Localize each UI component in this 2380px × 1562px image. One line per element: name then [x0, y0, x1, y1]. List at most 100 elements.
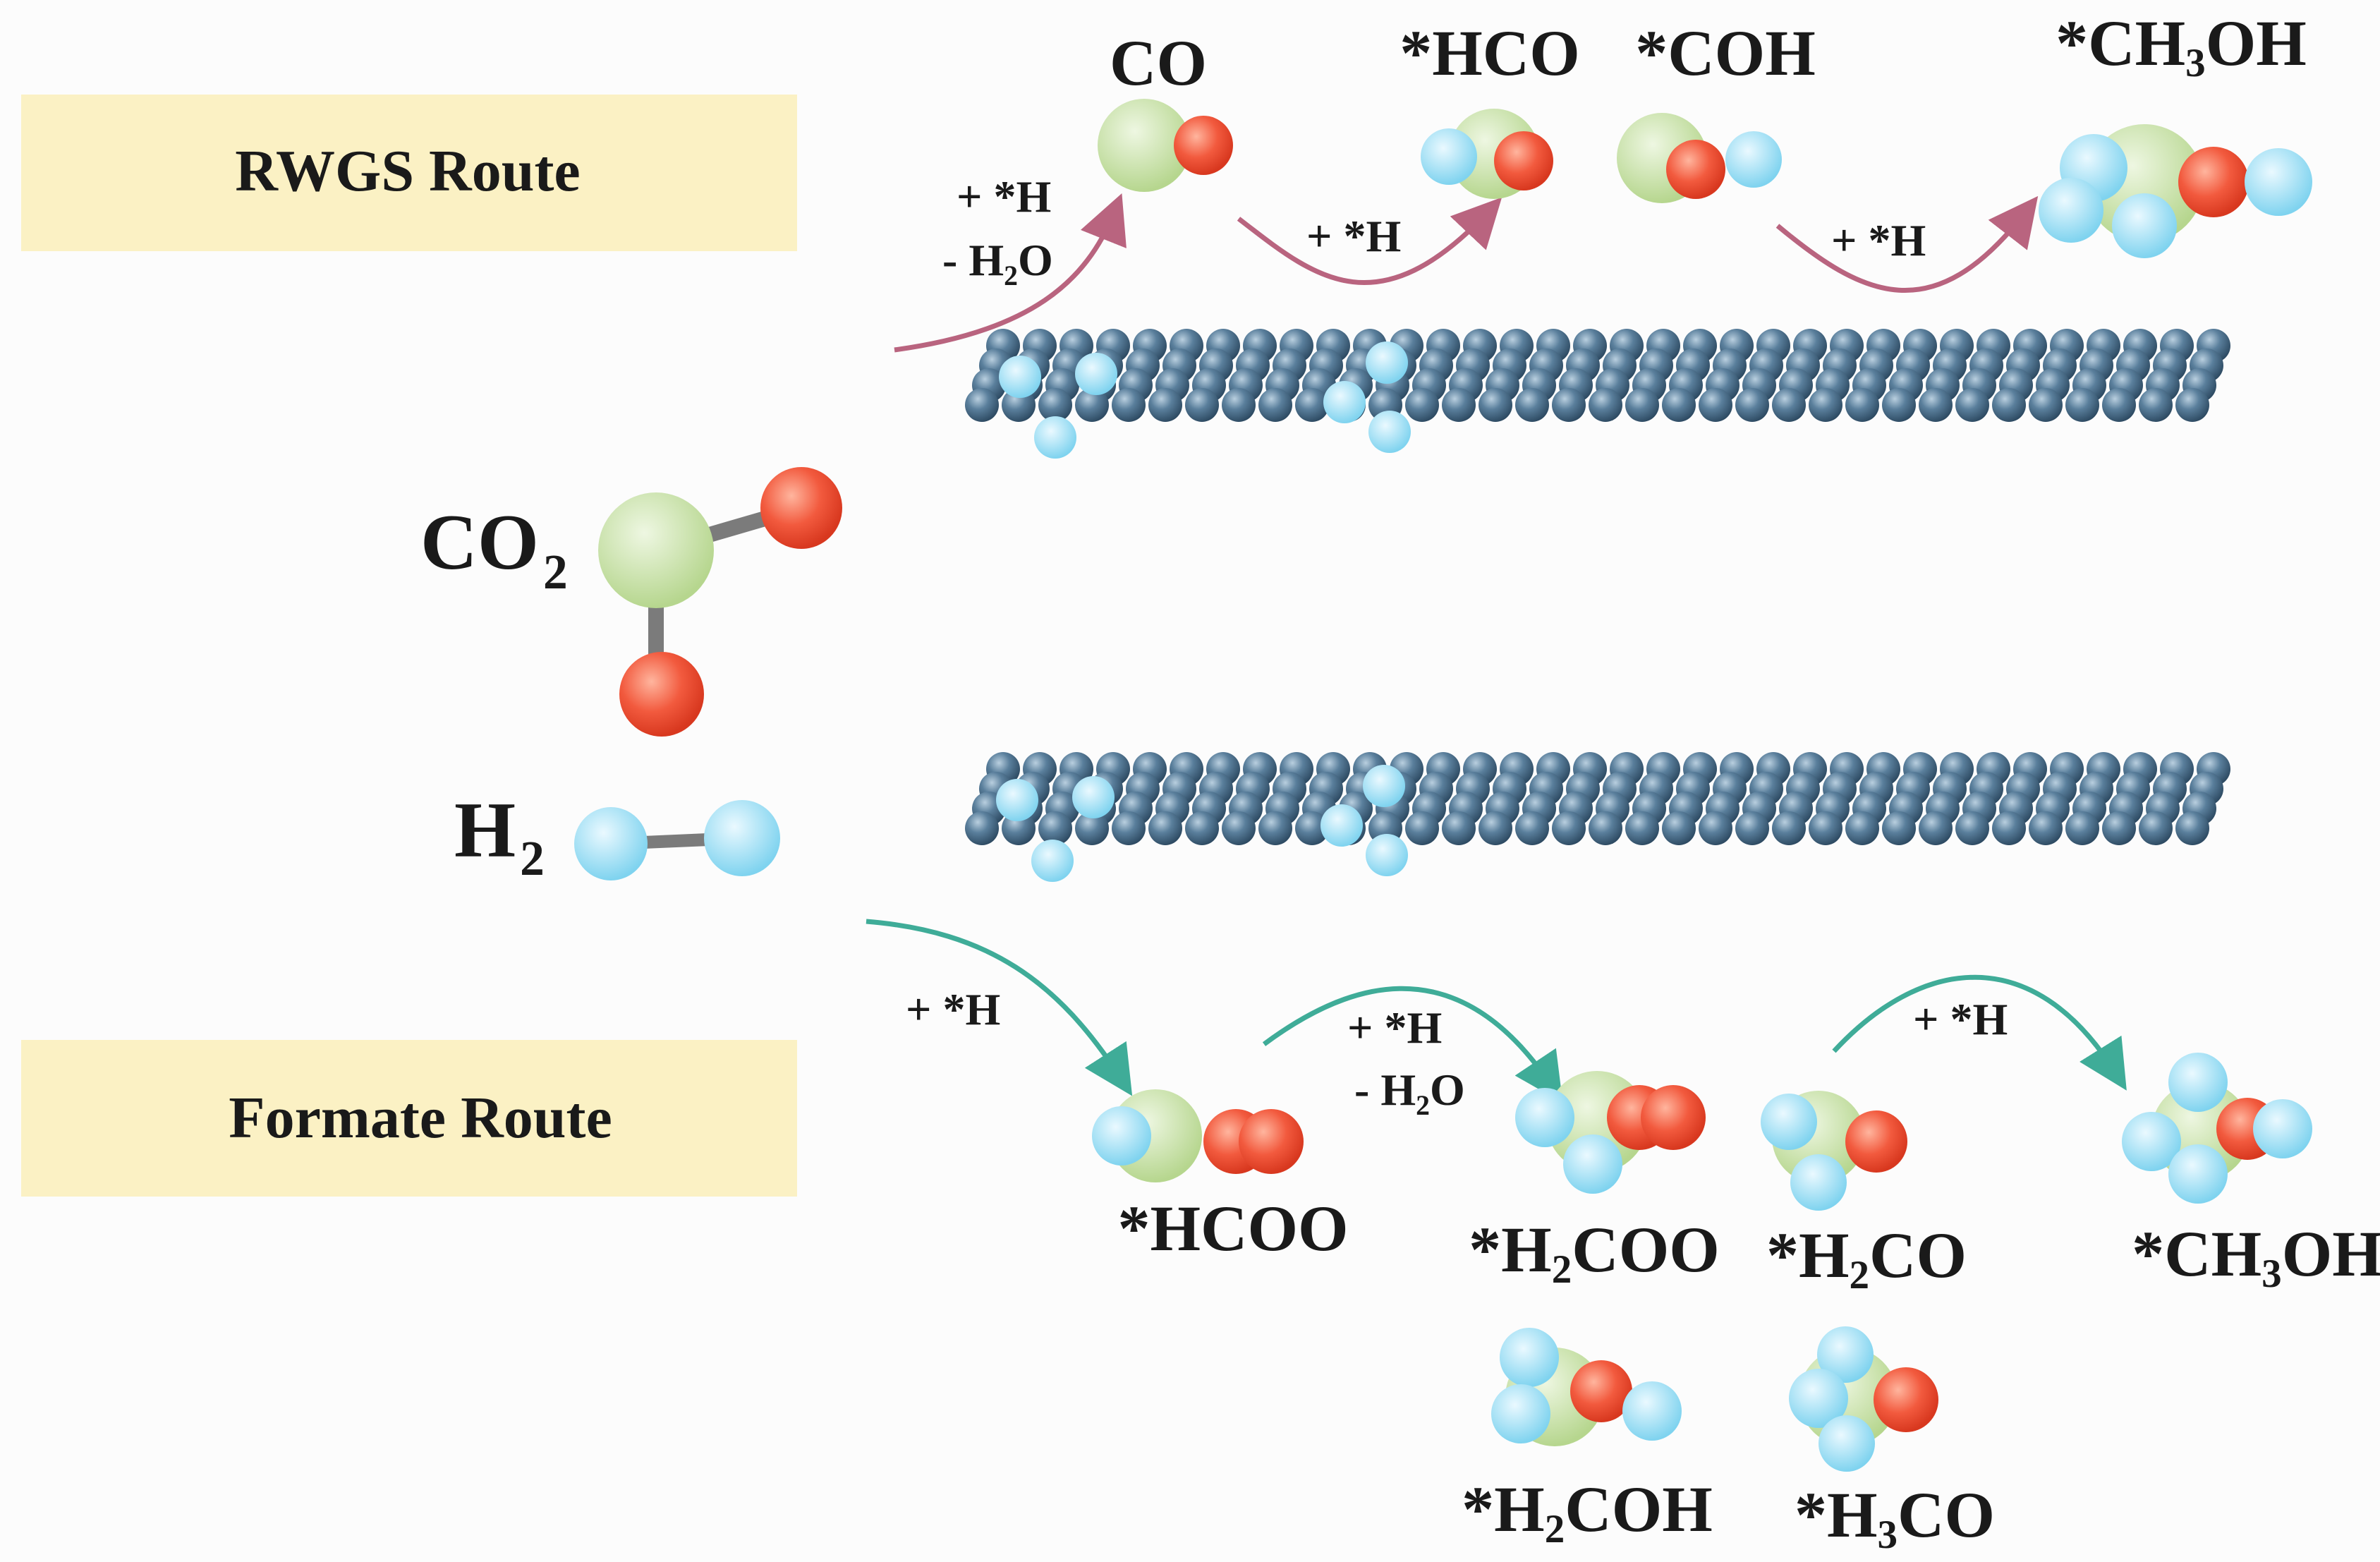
surface-atom [1882, 388, 1916, 422]
surface-atom [2102, 811, 2136, 845]
surface-atom [2175, 388, 2209, 422]
surface-atom [2139, 388, 2173, 422]
surface-atom [1515, 388, 1549, 422]
catalyst-surface-bottom [965, 752, 2230, 845]
surface-atom [1552, 811, 1586, 845]
rwgs-arrow-1 [894, 193, 1127, 353]
surface-atom [2175, 811, 2209, 845]
surface-atom [1772, 811, 1806, 845]
surface-atom [1625, 811, 1659, 845]
formate-arrow-1 [866, 919, 1133, 1096]
surface-atom [1148, 811, 1182, 845]
surface-atom [1809, 811, 1842, 845]
surface-atom [1662, 811, 1696, 845]
hcoo-label: *HCOO [1117, 1192, 1348, 1264]
co2-label: CO2 [420, 499, 568, 600]
surface-atom [1148, 388, 1182, 422]
surface-atom [2029, 811, 2063, 845]
formate-step1-add: + *H [906, 984, 1000, 1034]
surface-atom [1515, 811, 1549, 845]
surface-atom [1699, 388, 1732, 422]
surface-atom [1955, 388, 1989, 422]
rwgs-arrow-3 [1775, 195, 2039, 293]
formate-ch3oh-molecule [2122, 1053, 2312, 1204]
rwgs-step3-add: + *H [1831, 215, 1926, 265]
coh-label: *COH [1635, 17, 1816, 89]
adsorbed-hydrogen-top [999, 341, 1411, 459]
surface-atom [1442, 811, 1476, 845]
surface-atom [1258, 388, 1292, 422]
surface-atom [1772, 388, 1806, 422]
h2coo-molecule [1515, 1071, 1706, 1194]
surface-atom [1699, 811, 1732, 845]
catalyst-surface-top [965, 329, 2230, 422]
surface-atom [1625, 388, 1659, 422]
surface-atom [1258, 811, 1292, 845]
surface-atom [2065, 811, 2099, 845]
surface-atom [1809, 388, 1842, 422]
formate-route-label: Formate Route [229, 1085, 612, 1151]
h2co-label: *H2CO [1766, 1219, 1967, 1297]
rwgs-arrow-2 [1237, 197, 1502, 286]
h2coh-molecule [1491, 1328, 1682, 1446]
surface-atom [1845, 811, 1879, 845]
surface-atom [1479, 811, 1512, 845]
surface-atom [965, 811, 999, 845]
h2-molecule [574, 800, 780, 880]
h2-label: H2 [454, 787, 545, 886]
adsorbed-hydrogen-bottom [996, 765, 1408, 882]
surface-atom [1589, 388, 1622, 422]
rwgs-step1-add: + *H [957, 171, 1051, 222]
surface-atom [1589, 811, 1622, 845]
rwgs-route-label: RWGS Route [235, 138, 580, 204]
surface-atom [1222, 811, 1256, 845]
surface-atom [2065, 388, 2099, 422]
co-label: CO [1110, 27, 1207, 99]
surface-atom [1735, 811, 1769, 845]
formate-arrow-3 [1832, 974, 2127, 1091]
hcoo-molecule [1092, 1089, 1304, 1182]
surface-atom [1919, 811, 1953, 845]
rwgs-ch3oh-molecule [2039, 124, 2312, 258]
surface-atom [1185, 811, 1219, 845]
formate-ch3oh-label: *CH3OH [2132, 1218, 2380, 1296]
surface-atom [1405, 811, 1439, 845]
h2coh-label: *H2COH [1462, 1473, 1713, 1551]
formate-step2-add: + *H [1347, 1003, 1442, 1053]
rwgs-route-box [21, 95, 797, 251]
surface-atom [1735, 388, 1769, 422]
formate-step2-remove: - H2O [1354, 1065, 1465, 1121]
surface-atom [1295, 388, 1329, 422]
surface-atom [1038, 388, 1072, 422]
h2coo-label: *H2COO [1469, 1213, 1720, 1292]
surface-atom [2102, 388, 2136, 422]
surface-atom [1295, 811, 1329, 845]
hco-label: *HCO [1400, 17, 1580, 89]
surface-atom [1992, 811, 2026, 845]
surface-atom [1919, 388, 1953, 422]
rwgs-step1-remove: - H2O [942, 235, 1053, 291]
co2-molecule [598, 467, 842, 737]
hco-molecule [1421, 109, 1553, 199]
coh-molecule [1617, 113, 1782, 203]
formate-route-box [21, 1040, 797, 1197]
surface-atom [1845, 388, 1879, 422]
surface-atom [1112, 388, 1146, 422]
surface-atom [1552, 388, 1586, 422]
rwgs-ch3oh-label: *CH3OH [2056, 7, 2307, 85]
surface-atom [1185, 388, 1219, 422]
h3co-molecule [1789, 1326, 1938, 1472]
formate-arrow-2 [1262, 986, 1563, 1103]
surface-atom [1405, 388, 1439, 422]
co-molecule [1098, 99, 1233, 192]
surface-atom [1038, 811, 1072, 845]
surface-atom [1112, 811, 1146, 845]
h2co-molecule [1761, 1091, 1907, 1211]
formate-step3-add: + *H [1913, 994, 2008, 1044]
surface-atom [2029, 388, 2063, 422]
surface-atom [1075, 388, 1109, 422]
surface-atom [1955, 811, 1989, 845]
surface-atom [1882, 811, 1916, 845]
surface-atom [965, 388, 999, 422]
